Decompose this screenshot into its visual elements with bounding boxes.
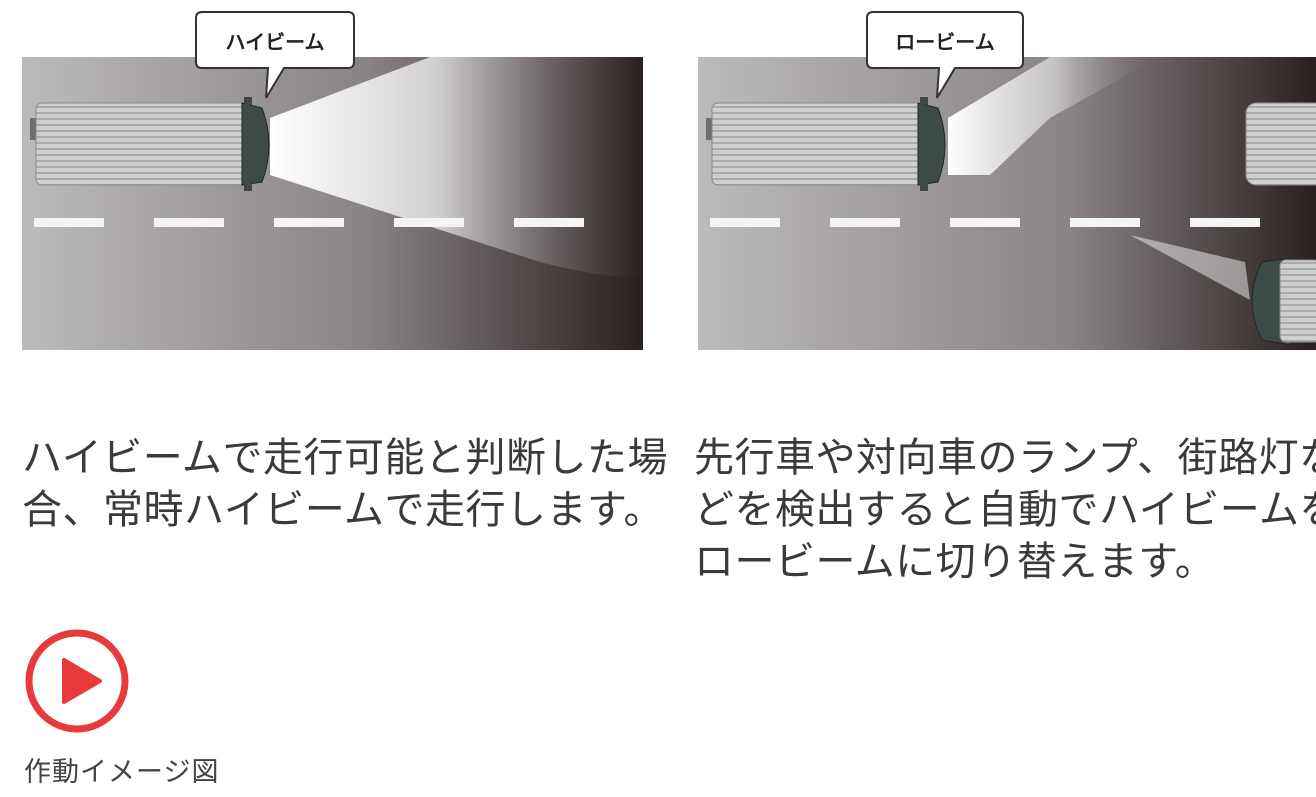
low-beam-diagram: ロービーム [698,11,1316,350]
high-beam-caption: ハイビームで走行可能と判断した場 合、常時ハイビームで走行します。 [22,432,668,536]
oncoming-light-cone [1130,235,1250,300]
high-beam-bubble-label: ハイビーム [226,30,325,54]
low-beam-bubble: ロービーム [866,11,1024,99]
preceding-vehicle [1245,102,1316,186]
oncoming-vehicle [1251,257,1316,346]
high-beam-caption-line: 合、常時ハイビームで走行します。 [22,487,664,533]
low-beam-caption-line: どを検出すると自動でハイビームを [694,487,1316,533]
own-vehicle [30,97,270,191]
low-beam-caption-line: 先行車や対向車のランプ、街路灯な [694,435,1316,481]
video-label: 作動イメージ図 [24,757,220,788]
low-beam-caption-line: ロービームに切り替えます。 [694,539,1216,585]
own-vehicle [706,97,946,191]
lane-markings [34,218,584,227]
lane-markings [710,218,1260,227]
high-beam-bubble: ハイビーム [195,11,355,99]
high-beam-diagram: ハイビーム [22,11,643,350]
low-beam-bubble-label: ロービーム [895,30,994,54]
play-video-button[interactable] [24,628,130,734]
high-beam-caption-line: ハイビームで走行可能と判断した場 [22,435,668,481]
low-beam-caption: 先行車や対向車のランプ、街路灯な どを検出すると自動でハイビームを ロービームに… [694,432,1316,588]
low-beam-light-cone [948,57,1160,175]
